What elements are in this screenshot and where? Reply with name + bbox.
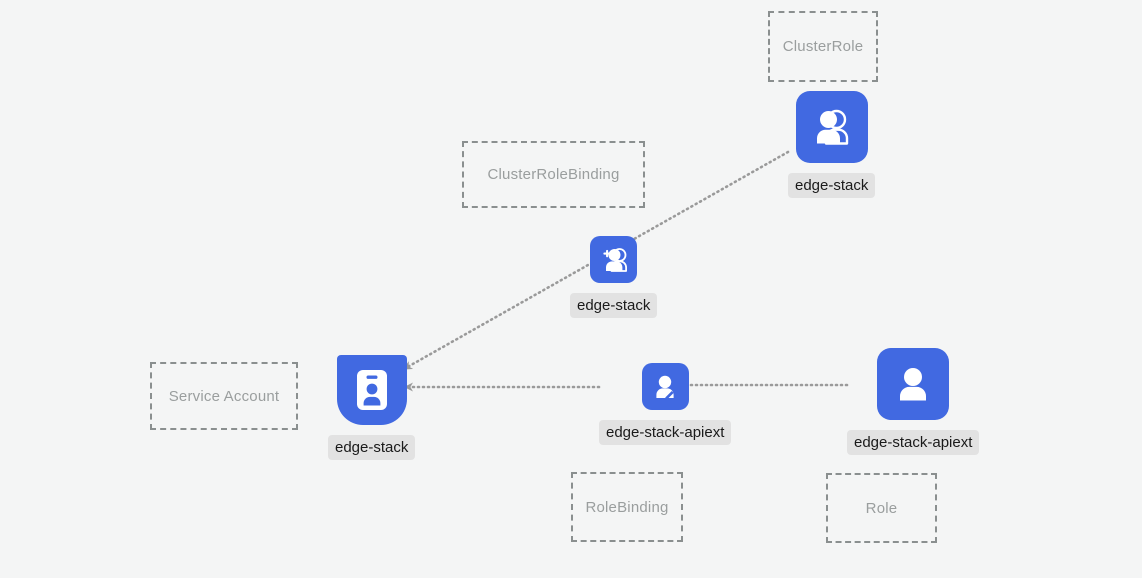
- user-add-icon[interactable]: [590, 236, 638, 283]
- kind-box-label: Role: [865, 499, 898, 517]
- user-edit-icon[interactable]: [641, 363, 689, 410]
- node-cluster-role[interactable]: edge-stack: [788, 91, 876, 198]
- id-badge-icon[interactable]: [336, 355, 407, 425]
- user-icon[interactable]: [877, 348, 950, 420]
- kind-box-cluster-role-binding: ClusterRoleBinding: [462, 141, 645, 208]
- node-role-binding[interactable]: edge-stack-apiext: [599, 363, 732, 445]
- kind-box-label: ClusterRole: [782, 38, 864, 55]
- kind-box-cluster-role: ClusterRole: [768, 11, 878, 82]
- node-label: edge-stack: [328, 435, 416, 460]
- kind-box-role-binding: RoleBinding: [571, 472, 683, 542]
- kind-box-label: Service Account: [168, 387, 280, 405]
- kind-box-label: RoleBinding: [585, 498, 669, 516]
- node-label: edge-stack-apiext: [847, 430, 980, 455]
- node-service-account[interactable]: edge-stack: [328, 355, 416, 460]
- node-role[interactable]: edge-stack-apiext: [847, 348, 980, 455]
- node-cluster-role-binding[interactable]: edge-stack: [570, 236, 658, 318]
- node-label: edge-stack-apiext: [599, 420, 732, 445]
- kind-box-role: Role: [826, 473, 937, 543]
- users-group-icon[interactable]: [795, 91, 868, 163]
- kind-box-label: ClusterRoleBinding: [487, 166, 620, 183]
- node-label: edge-stack: [788, 173, 876, 198]
- kind-box-service-account: Service Account: [150, 362, 298, 430]
- node-label: edge-stack: [570, 293, 658, 318]
